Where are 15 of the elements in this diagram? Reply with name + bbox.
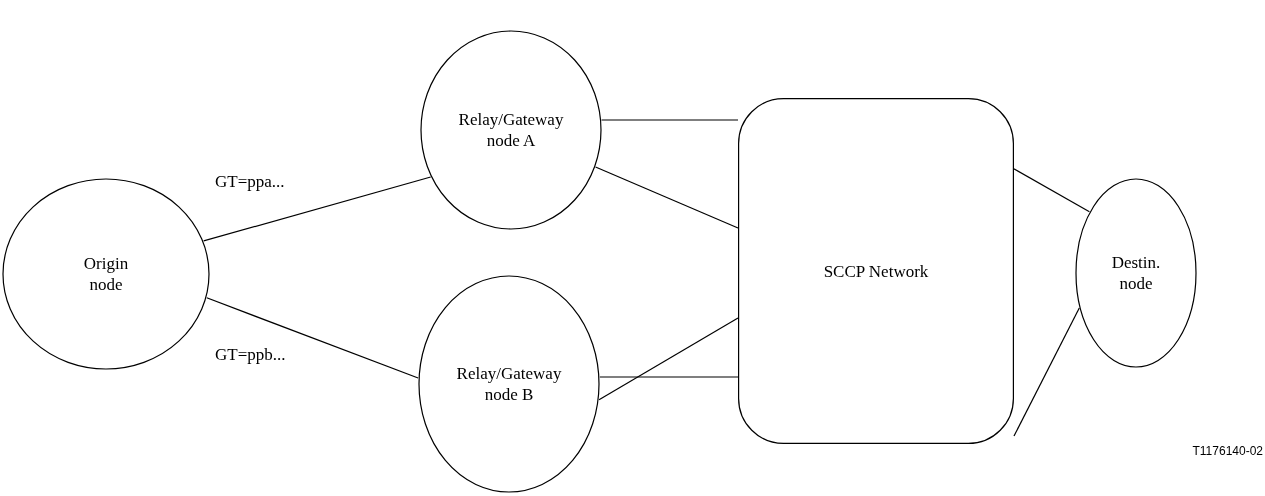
- connector-line: [203, 176, 432, 242]
- edge-label: GT=ppb...: [213, 345, 288, 365]
- node-label: Destin. node: [1110, 252, 1162, 294]
- figure-id: T1176140-02: [1192, 444, 1263, 458]
- connector-line: [600, 119, 739, 121]
- connector-line: [594, 166, 739, 229]
- node-label: Relay/Gateway node B: [455, 363, 563, 405]
- connector-line: [1013, 168, 1090, 213]
- connector-line: [599, 376, 739, 378]
- connector-line: [598, 317, 739, 401]
- connector-line: [1013, 307, 1080, 437]
- node-label: SCCP Network: [822, 260, 930, 282]
- node-label: Origin node: [82, 253, 130, 295]
- node-label: Relay/Gateway node A: [457, 109, 565, 151]
- connector-line: [206, 297, 419, 379]
